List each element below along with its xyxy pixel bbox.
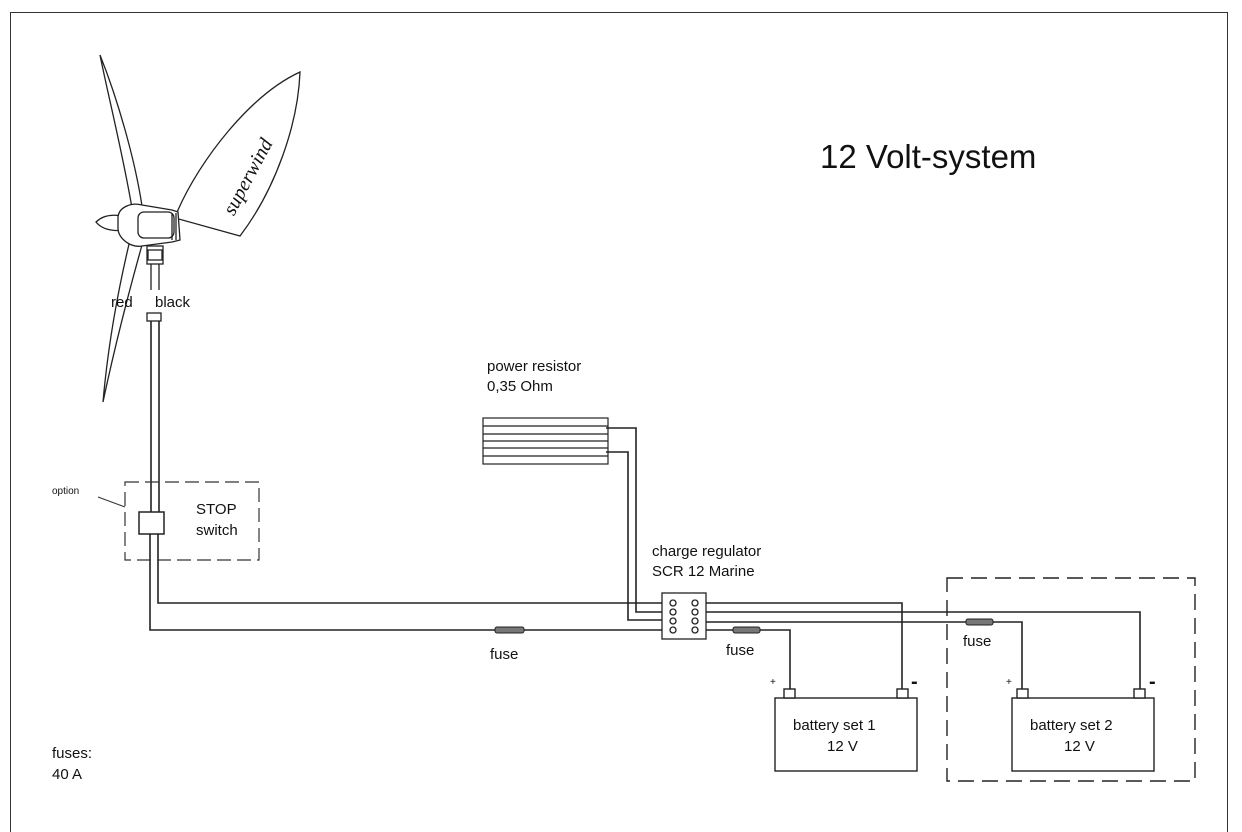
diagram-frame bbox=[10, 12, 1228, 832]
stop-switch-label-line2: switch bbox=[196, 522, 238, 539]
option-label: option bbox=[52, 486, 80, 497]
turbine-blade-lower bbox=[102, 239, 143, 403]
fuse-label-main: fuse bbox=[490, 646, 519, 663]
battery-1-plus-sign: + bbox=[770, 677, 776, 688]
fuse-label-battery-2: fuse bbox=[963, 633, 992, 650]
tail-vane bbox=[174, 70, 301, 237]
battery-2-label-line1: battery set 2 bbox=[1030, 717, 1113, 734]
battery-1 bbox=[774, 697, 918, 772]
battery-1-label-line2: 12 V bbox=[827, 738, 858, 755]
fuse-battery-1 bbox=[732, 626, 761, 634]
wires bbox=[149, 321, 1141, 690]
fuse-label-battery-1: fuse bbox=[726, 642, 755, 659]
battery-2-enclosure bbox=[946, 577, 1196, 782]
fuses-note-line1: fuses: bbox=[52, 745, 93, 762]
option-pointer bbox=[97, 496, 126, 508]
battery-2-terminal-minus bbox=[1133, 688, 1146, 699]
battery-2-terminal-plus bbox=[1016, 688, 1029, 699]
fuses bbox=[494, 618, 994, 634]
switch-body bbox=[138, 511, 165, 535]
wire-connector bbox=[146, 312, 162, 322]
battery-1-label-line1: battery set 1 bbox=[793, 717, 876, 734]
battery-1-terminal-plus bbox=[783, 688, 796, 699]
regulator-label-line1: charge regulator bbox=[652, 543, 762, 560]
wire-label-black: black bbox=[155, 294, 191, 311]
battery-1-minus-sign: - bbox=[911, 671, 918, 693]
wind-turbine bbox=[95, 54, 301, 403]
battery-1-terminal-minus bbox=[896, 688, 909, 699]
diagram-title: 12 Volt-system bbox=[820, 138, 1037, 175]
resistor-label-line1: power resistor bbox=[487, 358, 582, 375]
resistor-label-line2: 0,35 Ohm bbox=[487, 378, 553, 395]
hub bbox=[137, 211, 175, 239]
batteries bbox=[774, 688, 1155, 772]
stop-switch-label-line1: STOP bbox=[196, 501, 237, 518]
fuse-battery-2 bbox=[965, 618, 994, 626]
battery-2-label-line2: 12 V bbox=[1064, 738, 1095, 755]
battery-2 bbox=[1011, 697, 1155, 772]
turbine-blade-upper bbox=[99, 54, 143, 209]
regulator-label-line2: SCR 12 Marine bbox=[652, 563, 755, 580]
stop-switch bbox=[97, 481, 260, 561]
battery-2-minus-sign: - bbox=[1149, 671, 1156, 693]
wire-label-red: red bbox=[111, 294, 133, 311]
fuse-main bbox=[494, 626, 525, 634]
power-resistor bbox=[482, 417, 609, 465]
fuses-note-line2: 40 A bbox=[52, 766, 83, 783]
option-box bbox=[124, 481, 260, 561]
battery-2-plus-sign: + bbox=[1006, 677, 1012, 688]
charge-regulator bbox=[661, 592, 707, 640]
